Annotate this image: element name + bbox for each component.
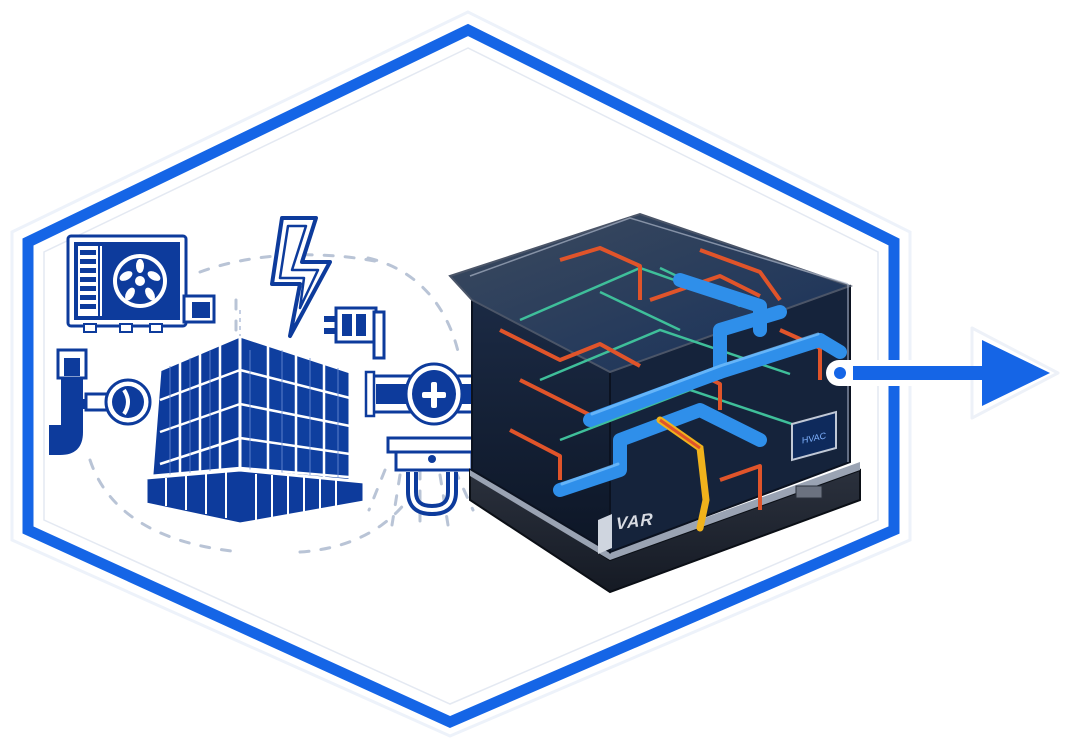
pipe-valve-right-icon <box>364 362 504 426</box>
plug-icon <box>324 306 386 360</box>
drain-trap-icon <box>386 436 482 517</box>
air-conditioner-icon <box>66 234 216 333</box>
isometric-mep-model <box>448 212 861 594</box>
lightning-bolt-icon <box>270 216 332 338</box>
office-building-icon <box>144 310 366 526</box>
output-arrow-icon <box>826 326 1060 420</box>
hexagon-frame <box>10 10 912 738</box>
pipe-valve-left-icon <box>47 348 152 457</box>
